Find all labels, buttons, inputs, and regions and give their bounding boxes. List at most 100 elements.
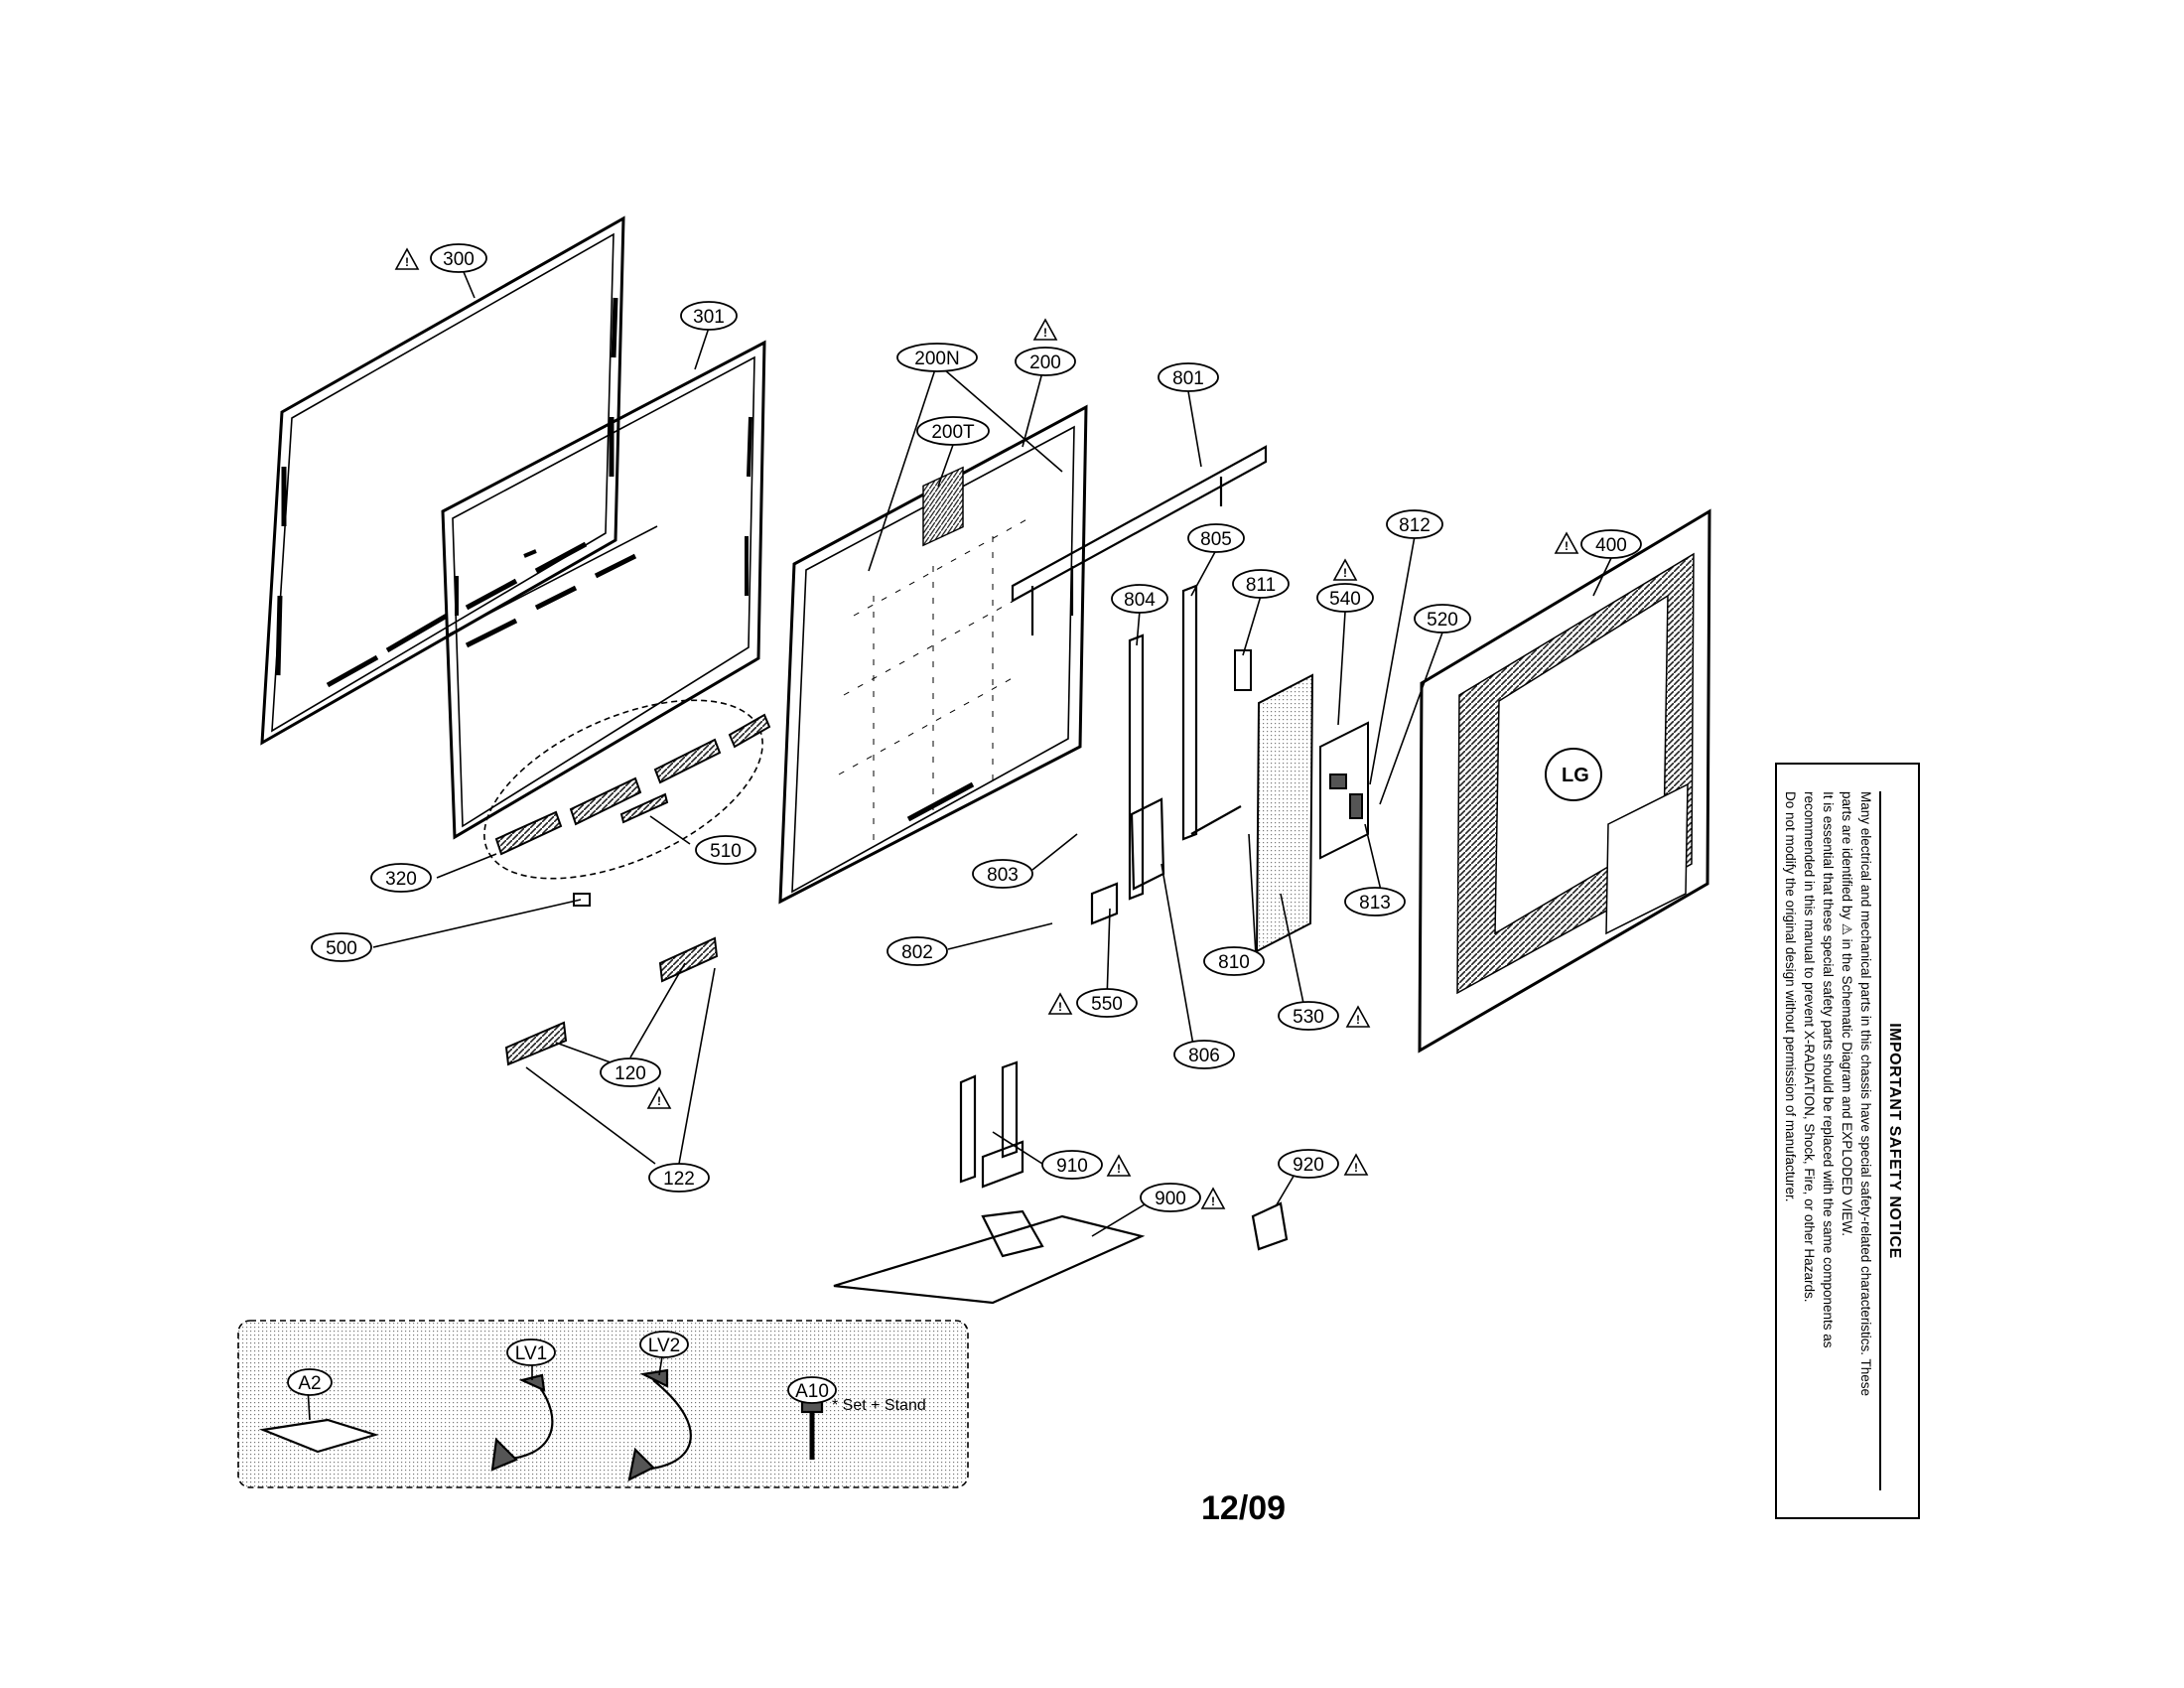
svg-text:200N: 200N bbox=[914, 349, 959, 369]
svg-text:400: 400 bbox=[1595, 535, 1627, 556]
sensor-part bbox=[573, 893, 591, 907]
callout-301: 301 bbox=[680, 301, 738, 331]
svg-text:520: 520 bbox=[1427, 610, 1458, 631]
callout-A2: A2 bbox=[287, 1368, 333, 1396]
svg-text:300: 300 bbox=[443, 249, 475, 270]
safety-notice-content: IMPORTANT SAFETY NOTICE Many electrical … bbox=[1783, 783, 1907, 1498]
speakers-part bbox=[504, 936, 719, 1066]
callout-900: 900 bbox=[1140, 1183, 1201, 1212]
svg-text:550: 550 bbox=[1091, 994, 1123, 1015]
callout-805: 805 bbox=[1187, 523, 1245, 553]
callout-812: 812 bbox=[1386, 509, 1443, 539]
warning-triangle-icon bbox=[1107, 1155, 1131, 1177]
callout-810: 810 bbox=[1203, 946, 1265, 976]
small-bracket-part bbox=[1234, 649, 1252, 691]
stand-body-part bbox=[959, 1060, 1024, 1189]
safety-notice-title: IMPORTANT SAFETY NOTICE bbox=[1879, 791, 1903, 1490]
warning-triangle-icon bbox=[647, 1087, 671, 1109]
safety-notice-box: IMPORTANT SAFETY NOTICE Many electrical … bbox=[1775, 763, 1920, 1519]
vertical-brackets-part bbox=[1090, 584, 1242, 925]
callout-200N: 200N bbox=[896, 343, 978, 372]
callout-510: 510 bbox=[695, 835, 756, 865]
svg-text:500: 500 bbox=[326, 938, 357, 959]
callout-400: 400 bbox=[1580, 529, 1642, 559]
svg-text:920: 920 bbox=[1293, 1155, 1324, 1176]
lg-logo: LG bbox=[1562, 765, 1589, 786]
callout-200: 200 bbox=[1015, 347, 1076, 376]
stand-cover-parts bbox=[494, 713, 771, 856]
callout-A10: A10 bbox=[787, 1376, 837, 1404]
main-board-part bbox=[1319, 721, 1369, 860]
safety-notice-line: Do not modify the original design withou… bbox=[1783, 791, 1798, 1202]
callout-320: 320 bbox=[370, 863, 432, 893]
svg-text:200: 200 bbox=[1029, 352, 1061, 373]
callout-520: 520 bbox=[1414, 604, 1471, 633]
power-board-part bbox=[1255, 673, 1314, 953]
svg-text:530: 530 bbox=[1293, 1007, 1324, 1028]
callout-300: 300 bbox=[430, 243, 487, 273]
warning-triangle-icon bbox=[1201, 1188, 1225, 1209]
callout-120: 120 bbox=[600, 1057, 661, 1087]
callout-811: 811 bbox=[1232, 569, 1290, 599]
callout-920: 920 bbox=[1278, 1149, 1339, 1179]
accessory-note: * Set + Stand bbox=[832, 1397, 926, 1414]
stand-cover-part bbox=[1251, 1201, 1289, 1251]
svg-text:301: 301 bbox=[693, 307, 725, 328]
svg-text:804: 804 bbox=[1124, 590, 1156, 611]
callout-801: 801 bbox=[1158, 362, 1219, 392]
callout-804: 804 bbox=[1111, 584, 1168, 614]
warning-triangle-icon bbox=[1344, 1154, 1368, 1176]
svg-text:803: 803 bbox=[987, 865, 1019, 886]
front-cover-part bbox=[260, 215, 625, 746]
safety-notice-line: It is essential that these special safet… bbox=[1821, 791, 1836, 1348]
svg-text:802: 802 bbox=[901, 942, 933, 963]
panel-assembly-part bbox=[778, 404, 1088, 905]
safety-notice-line: parts are identified by ⚠ in the Schemat… bbox=[1840, 791, 1854, 1237]
accessories-box bbox=[237, 1320, 969, 1488]
frame-part bbox=[441, 340, 766, 840]
svg-text:812: 812 bbox=[1399, 515, 1431, 536]
svg-text:813: 813 bbox=[1359, 893, 1391, 914]
callout-530: 530 bbox=[1278, 1001, 1339, 1031]
svg-text:805: 805 bbox=[1200, 529, 1232, 550]
svg-text:900: 900 bbox=[1155, 1189, 1186, 1209]
svg-text:540: 540 bbox=[1329, 589, 1361, 610]
svg-text:LV1: LV1 bbox=[515, 1343, 547, 1364]
svg-text:811: 811 bbox=[1246, 575, 1276, 596]
callout-910: 910 bbox=[1041, 1150, 1103, 1180]
callout-550: 550 bbox=[1076, 988, 1138, 1018]
callout-200T: 200T bbox=[916, 416, 990, 446]
safety-notice-line: Many electrical and mechanical parts in … bbox=[1858, 791, 1873, 1397]
svg-text:801: 801 bbox=[1172, 368, 1204, 389]
svg-text:320: 320 bbox=[385, 869, 417, 890]
svg-text:810: 810 bbox=[1218, 952, 1250, 973]
callout-540: 540 bbox=[1316, 583, 1374, 613]
warning-triangle-icon bbox=[1033, 319, 1057, 341]
svg-text:910: 910 bbox=[1056, 1156, 1088, 1177]
callout-LV1: LV1 bbox=[506, 1338, 556, 1366]
stand-base-part bbox=[833, 1209, 1146, 1305]
callout-122: 122 bbox=[648, 1163, 710, 1193]
safety-notice-line: recommended in this manual to prevent X-… bbox=[1802, 791, 1817, 1303]
svg-text:806: 806 bbox=[1188, 1046, 1220, 1066]
callout-806: 806 bbox=[1173, 1040, 1235, 1069]
callout-LV2: LV2 bbox=[639, 1331, 689, 1358]
back-cover-part: LG bbox=[1418, 508, 1711, 1054]
page-number: 12/09 bbox=[1201, 1489, 1287, 1527]
svg-text:200T: 200T bbox=[931, 422, 975, 443]
svg-text:510: 510 bbox=[710, 841, 742, 862]
svg-text:A10: A10 bbox=[795, 1381, 829, 1402]
warning-triangle-icon bbox=[1333, 559, 1357, 581]
callout-813: 813 bbox=[1344, 887, 1406, 916]
svg-text:122: 122 bbox=[663, 1169, 695, 1190]
callout-802: 802 bbox=[887, 936, 948, 966]
warning-triangle-icon bbox=[1555, 532, 1578, 554]
accessories-drawings bbox=[258, 1368, 824, 1481]
svg-text:LV2: LV2 bbox=[648, 1336, 680, 1356]
callout-803: 803 bbox=[972, 859, 1033, 889]
warning-triangle-icon bbox=[1048, 993, 1072, 1015]
svg-text:120: 120 bbox=[614, 1063, 646, 1084]
warning-triangle-icons bbox=[395, 248, 1578, 1209]
warning-triangle-icon bbox=[1346, 1006, 1370, 1028]
